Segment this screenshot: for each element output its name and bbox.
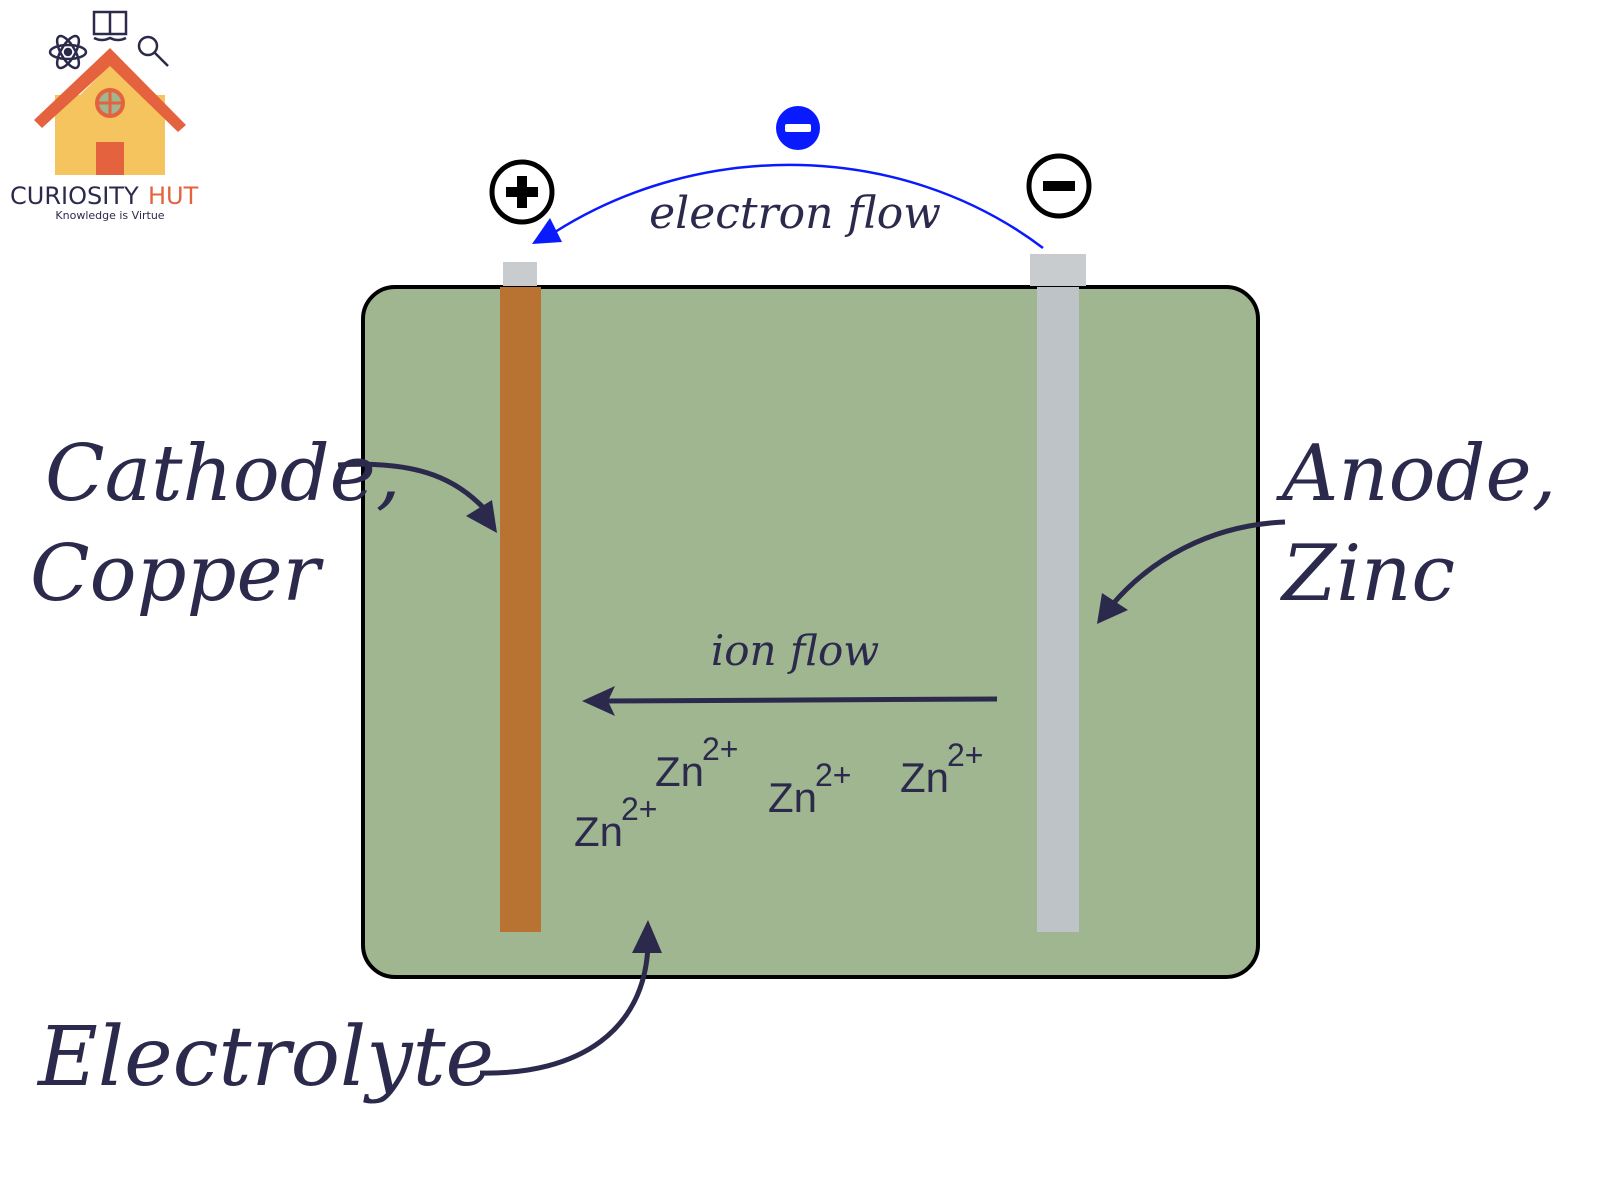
ion-flow-arrow	[604, 696, 998, 704]
electrolyte-container	[361, 285, 1260, 979]
ion-arrowhead	[582, 686, 615, 716]
electrolyte-label: Electrolyte	[36, 1010, 494, 1105]
cathode-label-line2: Copper	[30, 529, 325, 619]
svg-text:2+: 2+	[947, 737, 983, 773]
cathode-terminal	[503, 262, 537, 286]
book-icon	[92, 10, 128, 42]
svg-text:2+: 2+	[621, 791, 657, 827]
cathode-label-line1: Cathode,	[45, 429, 401, 519]
anode-terminal	[1030, 254, 1086, 286]
plus-icon	[489, 159, 555, 225]
house-icon	[34, 48, 186, 175]
logo-brand-accent: HUT	[148, 182, 199, 210]
electron-flow-label: electron flow	[649, 188, 941, 239]
svg-text:Zn: Zn	[768, 774, 817, 821]
electron-flow-arrow	[554, 163, 1044, 249]
minus-icon	[1026, 153, 1092, 219]
zinc-anode	[1037, 287, 1079, 932]
electrolyte-pointer-arrow	[479, 944, 651, 1076]
svg-text:2+: 2+	[702, 731, 738, 767]
anode-arrowhead	[1097, 593, 1128, 624]
copper-cathode	[500, 287, 541, 932]
anode-pointer-arrow	[1110, 519, 1286, 607]
cathode-arrowhead	[466, 500, 497, 533]
zinc-ion: Zn2+	[655, 731, 738, 795]
svg-text:Zn: Zn	[574, 808, 623, 855]
svg-text:2+: 2+	[815, 757, 851, 793]
zinc-ion: Zn2+	[900, 737, 983, 801]
electron-icon	[776, 106, 820, 150]
anode-label-line1: Anode,	[1276, 429, 1556, 519]
logo-brand-main: CURIOSITY	[10, 182, 139, 210]
ion-flow-label: ion flow	[711, 626, 879, 675]
atom-icon	[48, 34, 88, 70]
cathode-pointer-arrow	[337, 461, 492, 517]
svg-text:Zn: Zn	[655, 748, 704, 795]
zinc-ion: Zn2+	[768, 757, 851, 821]
electrolyte-arrowhead	[632, 920, 662, 953]
electron-arrowhead	[532, 218, 562, 244]
svg-text:Zn: Zn	[900, 754, 949, 801]
magnifier-icon	[137, 35, 169, 67]
logo: CURIOSITY HUT Knowledge is Virtue	[10, 10, 199, 222]
logo-tagline: Knowledge is Virtue	[55, 209, 164, 222]
anode-label-line2: Zinc	[1279, 529, 1455, 619]
zinc-ion: Zn2+	[574, 791, 657, 855]
